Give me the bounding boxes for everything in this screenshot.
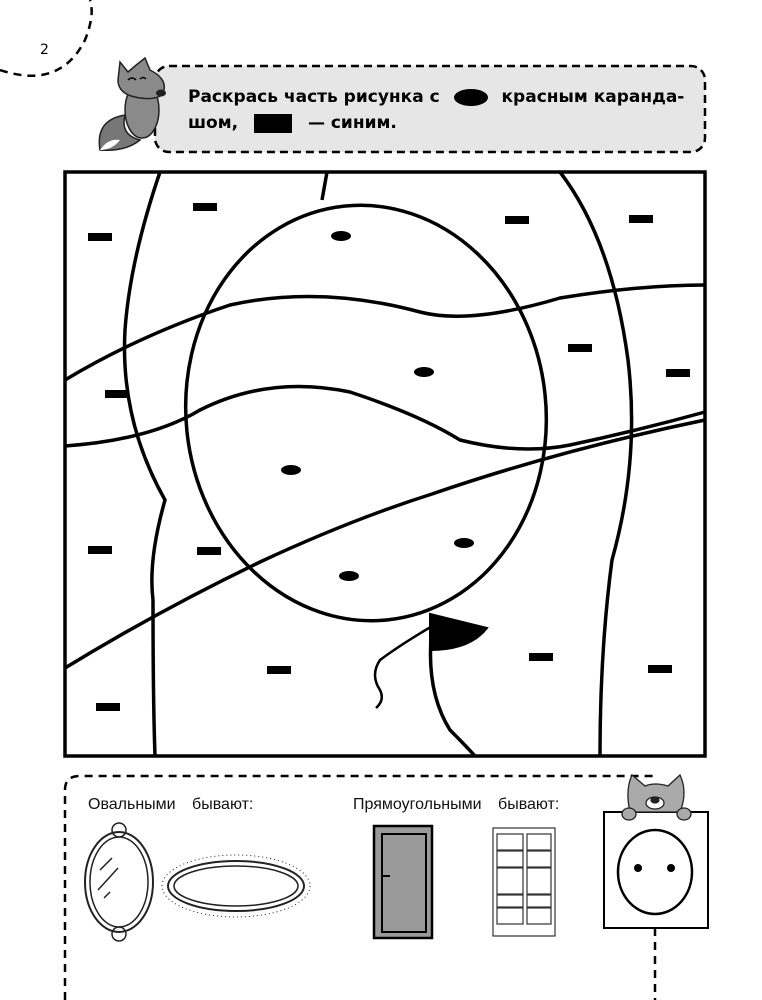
picture-frame: [63, 170, 707, 758]
instruction-part-1: Раскрась часть рисунка с: [188, 87, 440, 107]
socket-outline: [616, 828, 694, 916]
answer-card[interactable]: [603, 811, 709, 929]
oval-items-label: Овальными бывают:: [88, 796, 254, 813]
region-line: [64, 418, 706, 670]
region-line: [558, 170, 634, 757]
region-line: [122, 171, 167, 757]
region-line: [320, 171, 329, 201]
instruction-part-3: шом,: [188, 113, 239, 133]
bottom-dashed-border: [63, 774, 655, 1000]
corner-dashed-arc: [0, 0, 93, 77]
page-number: 2: [40, 42, 49, 58]
rectangle-marks: [88, 203, 690, 711]
cabinet-icon: [492, 827, 556, 937]
instruction-text: Раскрась часть рисунка с красным каранда…: [188, 84, 693, 136]
oval-mirror-icon: [84, 822, 154, 942]
fox-icon: [98, 56, 166, 152]
balloon-knot: [429, 612, 489, 652]
balloon: [183, 203, 549, 623]
region-line: [428, 627, 477, 758]
cat-icon: [621, 773, 692, 821]
rectangular-items-label: Прямоугольными бывают:: [353, 796, 560, 813]
instruction-part-2: красным каранда-: [501, 87, 685, 107]
region-line: [64, 384, 706, 451]
red-oval-legend-icon: [453, 88, 488, 106]
coloring-picture[interactable]: [63, 170, 707, 758]
balloon-string: [373, 623, 435, 709]
oval-rug-icon: [161, 854, 311, 918]
door-icon: [372, 824, 434, 940]
instruction-part-4: — синим.: [307, 113, 397, 133]
oval-marks: [281, 231, 474, 581]
region-line: [64, 283, 706, 382]
blue-rectangle-legend-icon: [254, 113, 293, 133]
